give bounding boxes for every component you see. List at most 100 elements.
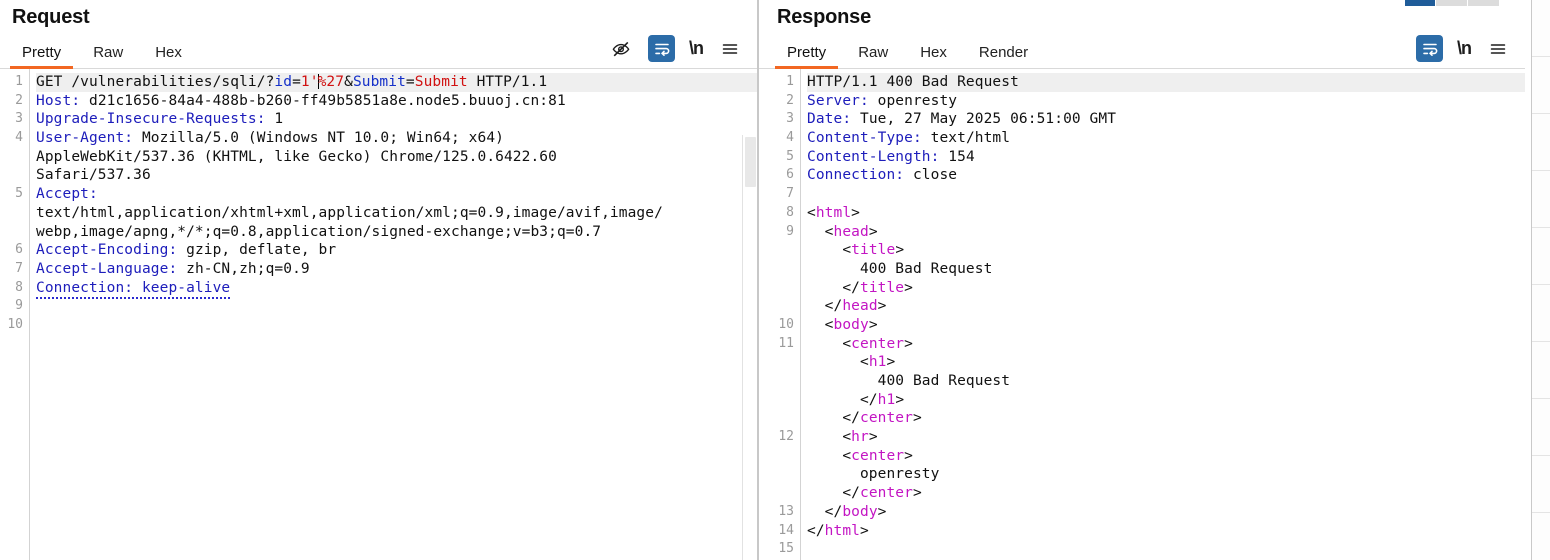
code-line[interactable]: Accept-Language: zh-CN,zh;q=0.9 bbox=[36, 260, 757, 279]
edge-row[interactable] bbox=[1532, 285, 1550, 342]
tab-response-hex[interactable]: Hex bbox=[920, 44, 947, 61]
line-number bbox=[759, 353, 800, 372]
line-number bbox=[759, 409, 800, 428]
line-number: 5 bbox=[786, 148, 794, 164]
code-line[interactable]: <center> bbox=[807, 447, 1525, 466]
code-line[interactable]: User-Agent: Mozilla/5.0 (Windows NT 10.0… bbox=[36, 129, 757, 148]
code-line[interactable]: Connection: keep-alive bbox=[36, 279, 757, 299]
code-line[interactable]: Safari/537.36 bbox=[36, 166, 757, 185]
edge-row[interactable] bbox=[1532, 114, 1550, 171]
edge-row[interactable] bbox=[1532, 456, 1550, 513]
code-line[interactable]: Connection: close bbox=[807, 166, 1525, 185]
word-wrap-icon[interactable] bbox=[1416, 35, 1443, 62]
code-token: html bbox=[824, 522, 860, 539]
code-line[interactable]: <html> bbox=[807, 204, 1525, 223]
code-line[interactable]: </html> bbox=[807, 522, 1525, 541]
tab-response-render[interactable]: Render bbox=[978, 44, 1029, 61]
code-token: %27 bbox=[317, 74, 345, 90]
code-token: body bbox=[833, 316, 869, 333]
code-line[interactable]: Date: Tue, 27 May 2025 06:51:00 GMT bbox=[807, 110, 1525, 129]
request-code[interactable]: GET /vulnerabilities/sqli/?id=1'%27&Subm… bbox=[30, 69, 757, 560]
code-token: > bbox=[868, 316, 878, 333]
code-line[interactable]: </title> bbox=[807, 279, 1525, 298]
tab-response-raw[interactable]: Raw bbox=[858, 44, 889, 61]
code-line[interactable]: Upgrade-Insecure-Requests: 1 bbox=[36, 110, 757, 129]
request-panel: Request Pretty Raw Hex bbox=[0, 0, 757, 560]
code-line[interactable]: AppleWebKit/537.36 (KHTML, like Gecko) C… bbox=[36, 148, 757, 167]
code-token: Mozilla/5.0 (Windows NT 10.0; Win64; x64… bbox=[133, 130, 504, 147]
request-vertical-scrollbar[interactable] bbox=[742, 135, 757, 560]
code-line[interactable]: <h1> bbox=[807, 353, 1525, 372]
line-number: 9 bbox=[15, 298, 23, 314]
edge-row[interactable] bbox=[1532, 171, 1550, 228]
code-line[interactable]: <hr> bbox=[807, 428, 1525, 447]
edge-row[interactable] bbox=[1532, 513, 1550, 560]
code-line[interactable]: Host: d21c1656-84a4-488b-b260-ff49b5851a… bbox=[36, 92, 757, 111]
code-line[interactable]: text/html,application/xhtml+xml,applicat… bbox=[36, 204, 757, 223]
code-token: 400 Bad Request bbox=[807, 260, 993, 277]
code-line[interactable]: Server: openresty bbox=[807, 92, 1525, 111]
code-line[interactable]: HTTP/1.1 400 Bad Request bbox=[807, 73, 1525, 92]
edge-row[interactable] bbox=[1532, 57, 1550, 114]
code-line[interactable]: webp,image/apng,*/*;q=0.8,application/si… bbox=[36, 223, 757, 242]
code-line[interactable] bbox=[807, 185, 1525, 204]
code-token: Tue, 27 May 2025 06:51:00 GMT bbox=[851, 111, 1117, 128]
code-line[interactable]: 400 Bad Request bbox=[807, 372, 1525, 391]
tab-request-raw[interactable]: Raw bbox=[93, 44, 124, 61]
edge-row[interactable] bbox=[1532, 399, 1550, 456]
text-cursor bbox=[317, 74, 319, 89]
hamburger-menu-icon[interactable] bbox=[717, 36, 743, 62]
word-wrap-icon[interactable] bbox=[648, 35, 675, 62]
top-tabstrip[interactable] bbox=[1405, 0, 1500, 6]
code-line[interactable] bbox=[807, 540, 1525, 559]
panel-splitter[interactable] bbox=[757, 0, 759, 560]
line-number bbox=[0, 223, 29, 242]
hamburger-menu-icon[interactable] bbox=[1485, 36, 1511, 62]
tab-response-pretty[interactable]: Pretty bbox=[771, 45, 842, 69]
code-line[interactable]: 400 Bad Request bbox=[807, 260, 1525, 279]
tabstrip-segment-active[interactable] bbox=[1405, 0, 1435, 6]
request-scroll-thumb[interactable] bbox=[745, 137, 756, 187]
eye-slash-icon[interactable] bbox=[608, 36, 634, 62]
code-line[interactable]: <title> bbox=[807, 241, 1525, 260]
code-line[interactable]: </h1> bbox=[807, 391, 1525, 410]
code-line[interactable]: openresty bbox=[807, 465, 1525, 484]
line-number: 6 bbox=[15, 242, 23, 258]
code-line[interactable] bbox=[36, 297, 757, 316]
tabstrip-segment[interactable] bbox=[1435, 0, 1467, 6]
edge-row[interactable] bbox=[1532, 0, 1550, 57]
code-line[interactable]: <head> bbox=[807, 223, 1525, 242]
code-token: hr bbox=[851, 429, 869, 446]
code-token: HTTP/1.1 bbox=[467, 74, 548, 90]
code-line[interactable]: </center> bbox=[807, 409, 1525, 428]
edge-row-list[interactable] bbox=[1532, 0, 1550, 560]
code-line[interactable] bbox=[36, 316, 757, 335]
code-line[interactable]: <center> bbox=[807, 335, 1525, 354]
tab-request-pretty[interactable]: Pretty bbox=[6, 45, 77, 69]
tabstrip-segment[interactable] bbox=[1467, 0, 1499, 6]
line-number bbox=[759, 241, 800, 260]
edge-row[interactable] bbox=[1532, 342, 1550, 399]
code-token: gzip, deflate, br bbox=[177, 242, 337, 259]
code-line[interactable]: Accept: bbox=[36, 185, 757, 204]
code-token: webp,image/apng,*/*;q=0.8,application/si… bbox=[36, 223, 602, 240]
code-token: > bbox=[851, 204, 861, 221]
code-token: close bbox=[904, 167, 958, 184]
edge-row[interactable] bbox=[1532, 228, 1550, 285]
code-line[interactable]: Accept-Encoding: gzip, deflate, br bbox=[36, 241, 757, 260]
line-number: 15 bbox=[778, 541, 794, 557]
code-line[interactable]: GET /vulnerabilities/sqli/?id=1'%27&Subm… bbox=[36, 73, 757, 92]
code-line[interactable]: <body> bbox=[807, 316, 1525, 335]
newline-icon[interactable]: \n bbox=[1457, 38, 1472, 58]
code-line[interactable]: </head> bbox=[807, 297, 1525, 316]
code-line[interactable]: Content-Type: text/html bbox=[807, 129, 1525, 148]
newline-icon[interactable]: \n bbox=[689, 38, 704, 58]
code-token: > bbox=[877, 298, 887, 315]
code-line[interactable]: </center> bbox=[807, 484, 1525, 503]
code-line[interactable]: Content-Length: 154 bbox=[807, 148, 1525, 167]
code-line[interactable]: </body> bbox=[807, 503, 1525, 522]
tab-request-hex[interactable]: Hex bbox=[155, 44, 182, 61]
